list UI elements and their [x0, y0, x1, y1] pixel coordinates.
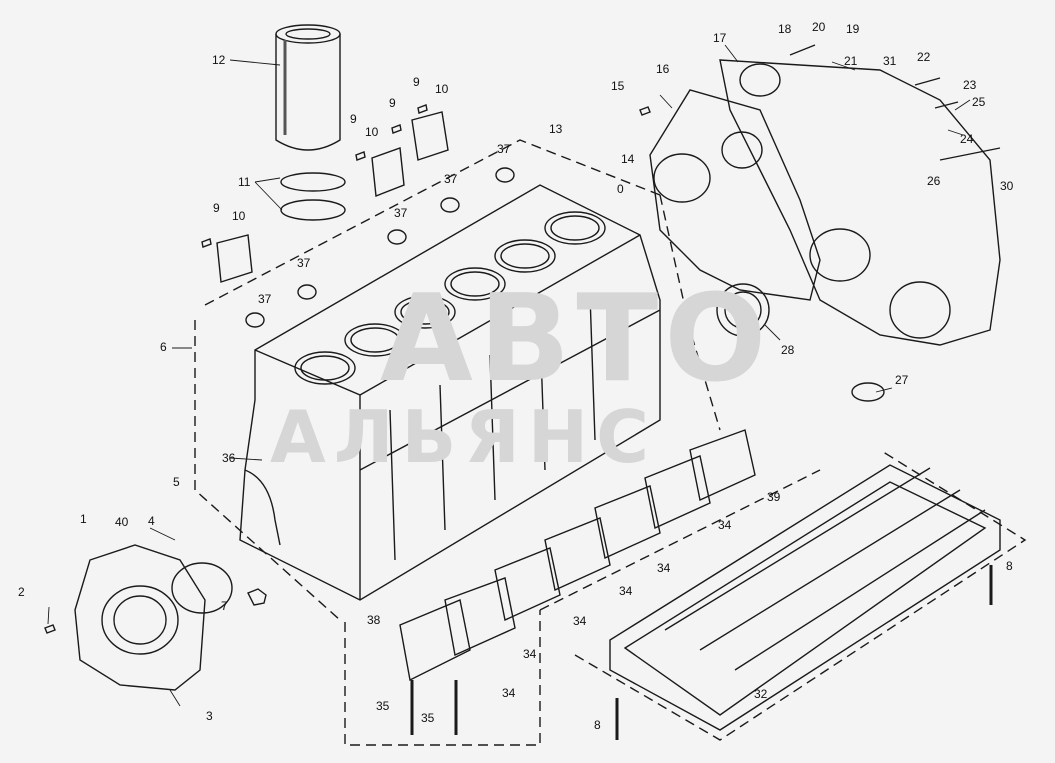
callout-16: 16 — [656, 62, 670, 76]
callout-10a: 10 — [232, 209, 246, 223]
leader-lines — [47, 44, 971, 707]
callout-34f: 34 — [502, 686, 516, 700]
callout-28: 28 — [781, 343, 795, 357]
bolts-35 — [410, 680, 458, 735]
callout-20: 20 — [812, 20, 826, 34]
fitting-7 — [247, 588, 267, 606]
callout-10b: 10 — [365, 125, 379, 139]
bolt-2 — [44, 624, 56, 634]
callout-9b: 9 — [350, 112, 357, 126]
callout-5: 5 — [173, 475, 180, 489]
callout-37e: 37 — [497, 142, 511, 156]
callout-14: 14 — [621, 152, 635, 166]
plate-27 — [851, 382, 885, 402]
flywheel-housing — [719, 59, 1001, 346]
callout-24: 24 — [960, 132, 974, 146]
callout-37b: 37 — [297, 256, 311, 270]
callout-8a: 8 — [594, 718, 601, 732]
bearing-bridge-frame — [609, 464, 1001, 731]
oil-seal-4 — [171, 562, 233, 614]
callout-0: 0 — [617, 182, 624, 196]
callout-31: 31 — [883, 54, 897, 68]
callout-11: 11 — [238, 175, 251, 189]
callout-17: 17 — [713, 31, 727, 45]
housing-bolts — [639, 44, 1001, 161]
callout-15: 15 — [611, 79, 625, 93]
callout-34b: 34 — [657, 561, 671, 575]
callout-10c: 10 — [435, 82, 449, 96]
callout-37d: 37 — [444, 172, 458, 186]
callout-3: 3 — [206, 709, 213, 723]
cover-plates — [216, 111, 449, 283]
screws-9 — [201, 104, 428, 248]
callout-12: 12 — [212, 53, 226, 67]
callout-35b: 35 — [421, 711, 435, 725]
callout-9d: 9 — [413, 75, 420, 89]
callout-7: 7 — [221, 599, 228, 613]
callout-37c: 37 — [394, 206, 408, 220]
gear-housing-plate — [649, 89, 821, 301]
front-cover — [74, 544, 206, 691]
callout-32: 32 — [754, 687, 768, 701]
callout-37a: 37 — [258, 292, 272, 306]
dashed-boundaries — [194, 139, 1027, 746]
callout-30: 30 — [1000, 179, 1014, 193]
cylinder-liner — [275, 24, 341, 151]
callout-4: 4 — [148, 514, 155, 528]
callout-1: 1 — [80, 512, 87, 526]
callout-39: 39 — [767, 490, 781, 504]
callout-9c: 9 — [389, 96, 396, 110]
callout-34e: 34 — [523, 647, 537, 661]
main-bearing-caps — [399, 429, 756, 682]
callout-23: 23 — [963, 78, 977, 92]
callout-25: 25 — [972, 95, 986, 109]
callout-34c: 34 — [619, 584, 633, 598]
callout-6: 6 — [160, 340, 167, 354]
callout-40: 40 — [115, 515, 129, 529]
callout-19: 19 — [846, 22, 860, 36]
callout-27: 27 — [895, 373, 909, 387]
callout-2: 2 — [18, 585, 25, 599]
callout-38: 38 — [367, 613, 381, 627]
callout-34d: 34 — [573, 614, 587, 628]
cylinder-block — [239, 184, 661, 601]
callout-22: 22 — [917, 50, 931, 64]
callout-8b: 8 — [1006, 559, 1013, 573]
callout-9a: 9 — [213, 201, 220, 215]
callout-34a: 34 — [718, 518, 732, 532]
callout-26: 26 — [927, 174, 941, 188]
seal-28 — [716, 283, 770, 337]
core-plugs — [245, 167, 515, 328]
callout-13: 13 — [549, 122, 563, 136]
seal-rings — [280, 172, 346, 221]
callout-35a: 35 — [376, 699, 390, 713]
callout-36: 36 — [222, 451, 236, 465]
callout-21: 21 — [844, 54, 858, 68]
callout-18: 18 — [778, 22, 792, 36]
